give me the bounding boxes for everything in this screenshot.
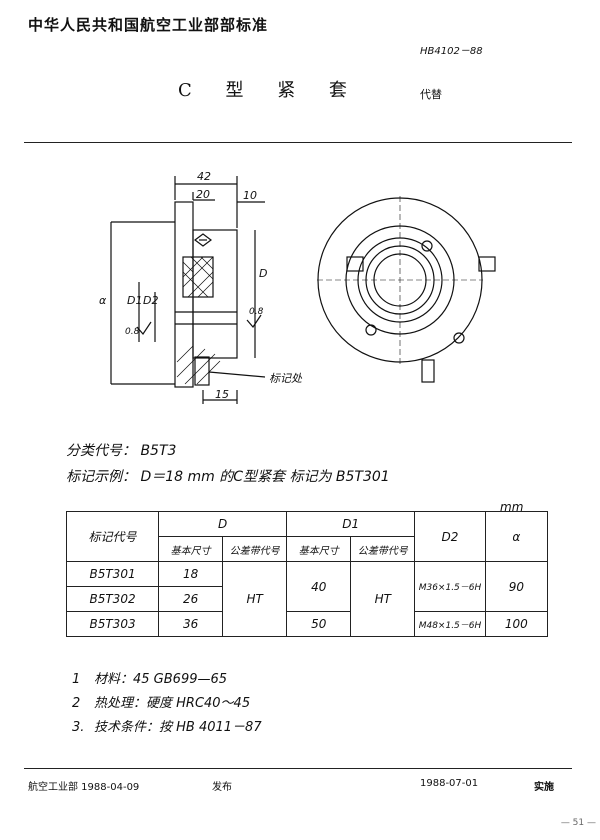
- d-tol-cell: HT: [222, 561, 288, 637]
- mark-note: 标记处: [269, 372, 303, 385]
- note-item: 1 材料：45 GB699—65: [72, 668, 262, 692]
- note-text: 热处理：硬度 HRC40～45: [94, 696, 251, 711]
- dim-15: 15: [215, 388, 229, 401]
- alpha-cell-group2: 100: [484, 611, 549, 637]
- spec-table: 标记代号 D D1 D2 α 基本尺寸 公差带代号 基本尺寸 公差带代号 B5T…: [65, 511, 549, 637]
- dim-d2: D2: [143, 294, 158, 307]
- standard-code: HB4102－88: [420, 46, 483, 57]
- mark-cell: B5T302: [65, 586, 160, 612]
- dim-20: 20: [196, 188, 210, 201]
- classification-label: 分类代号：: [66, 443, 136, 459]
- classification-line: 分类代号： B5T3: [66, 440, 176, 460]
- note-item: 2 热处理：硬度 HRC40～45: [72, 692, 262, 716]
- replaces-label: 代替: [420, 88, 442, 101]
- header-d1-basic: 基本尺寸: [286, 536, 352, 562]
- footer-publish: 发布: [212, 782, 232, 793]
- alpha-cell-group1: 90: [484, 561, 549, 612]
- header-d2: D2: [414, 511, 486, 562]
- dim-d: D: [259, 267, 267, 280]
- example-text: D＝18 mm 的C型紧套 标记为 B5T301: [140, 469, 390, 485]
- d-cell: 36: [158, 611, 224, 637]
- d2-cell-group1: M36×1.5－6H: [414, 561, 486, 612]
- note-item: 3. 技术条件：按 HB 4011－87: [72, 716, 262, 740]
- roughness-b: 0.8: [249, 307, 264, 317]
- d1-tol-cell: HT: [350, 561, 416, 637]
- header-d1: D1: [286, 511, 416, 537]
- d1-cell-group1: 40: [286, 561, 352, 612]
- sleeve-outline: [192, 229, 238, 359]
- example-label: 标记示例：: [66, 469, 136, 485]
- document-title: C 型 紧 套: [178, 80, 361, 101]
- dim-alpha: α: [99, 294, 107, 307]
- mark-cell: B5T301: [65, 561, 160, 587]
- unit-label: mm: [500, 500, 524, 514]
- table-row: B5T303 36 50 M48×1.5－6H 100: [65, 611, 549, 637]
- hatched-region: [182, 256, 214, 298]
- d-cell: 26: [158, 586, 224, 612]
- header-rule: [24, 142, 572, 143]
- mark-cell: B5T303: [65, 611, 160, 637]
- note-number: 2: [72, 696, 81, 711]
- footer-issuer: 航空工业部 1988-04-09: [28, 782, 140, 793]
- note-text: 技术条件：按 HB 4011－87: [94, 720, 262, 735]
- d1-cell-group2: 50: [286, 611, 352, 637]
- d2-cell-group2: M48×1.5－6H: [414, 611, 486, 637]
- part-drawing: 42 20 10 15 α D1 D2 D 0.8 0.8 标记处: [99, 170, 496, 404]
- footer-impl-date: 1988-07-01: [420, 778, 479, 789]
- header-d-tol: 公差带代号: [222, 536, 288, 562]
- header-mark: 标记代号: [65, 511, 160, 562]
- technical-notes: 1 材料：45 GB699—65 2 热处理：硬度 HRC40～45 3. 技术条件：…: [72, 668, 262, 740]
- footer-rule: [24, 768, 572, 769]
- header-alpha: α: [484, 511, 549, 562]
- marking-example: 标记示例： D＝18 mm 的C型紧套 标记为 B5T301: [66, 466, 390, 486]
- note-text: 材料：45 GB699—65: [94, 672, 228, 687]
- header-d-basic: 基本尺寸: [158, 536, 224, 562]
- dim-d1: D1: [127, 294, 142, 307]
- header-d1-tol: 公差带代号: [350, 536, 416, 562]
- note-number: 1: [72, 672, 81, 687]
- classification-value: B5T3: [140, 443, 177, 459]
- d-cell: 18: [158, 561, 224, 587]
- note-number: 3.: [72, 720, 85, 735]
- issuing-authority: 中华人民共和国航空工业部部标准: [28, 16, 269, 34]
- table-row: B5T301 18 HT 40 HT M36×1.5－6H 90: [65, 561, 549, 637]
- table-row: B5T302 26: [65, 586, 548, 612]
- footer-impl: 实施: [534, 782, 554, 793]
- page-number: — 51 —: [560, 818, 596, 828]
- header-d: D: [158, 511, 288, 537]
- roughness-a: 0.8: [125, 327, 140, 337]
- dim-10: 10: [243, 189, 257, 202]
- dim-overall: 42: [197, 170, 211, 183]
